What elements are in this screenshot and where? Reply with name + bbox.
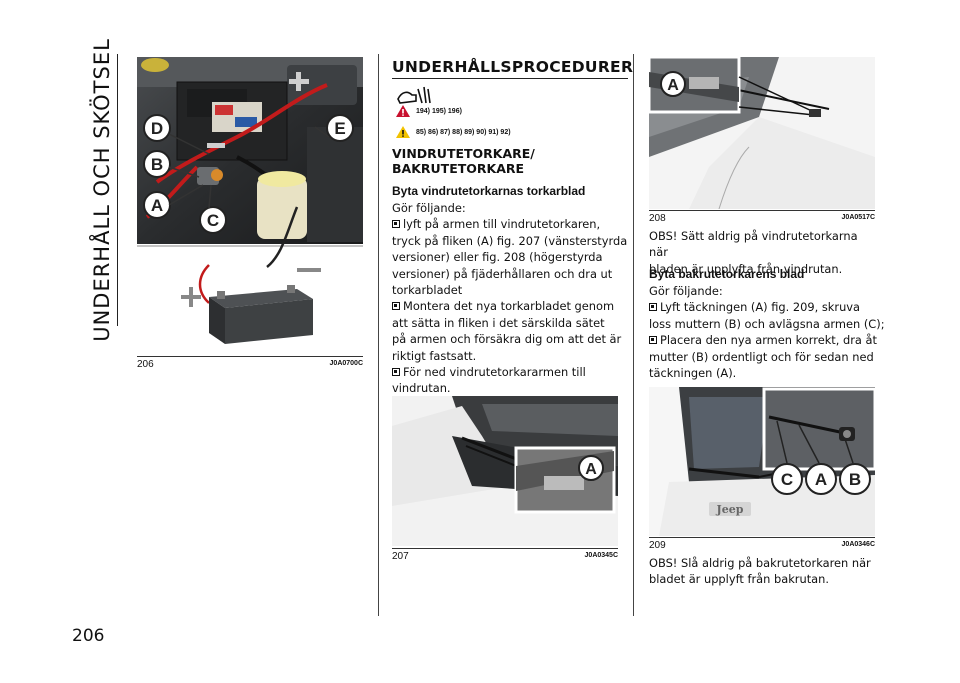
battery-illustration: D E B A C: [137, 57, 363, 344]
figure-209-rear-wiper: C A B Jeep: [649, 387, 875, 536]
column-divider: [633, 54, 634, 616]
danger-icon: [396, 105, 410, 117]
section-title: UNDERHÅLLSPROCEDURER: [392, 58, 634, 76]
front-wiper-instructions: Gör följande: lyft på armen till vindrut…: [392, 201, 628, 396]
figure-209-caption: 209 J0A0346C: [649, 537, 875, 551]
page-number: 206: [72, 626, 105, 646]
label-a: A: [815, 470, 827, 489]
step-2: Montera det nya torkarbladet genom: [392, 298, 628, 314]
label-a: A: [667, 77, 679, 94]
side-rule: [117, 54, 118, 326]
rear-wiper-photo: C A B Jeep: [649, 387, 875, 536]
step-3: För ned vindrutetorkararmen till: [392, 364, 628, 380]
bullet-icon: [649, 336, 657, 345]
label-c: C: [207, 211, 219, 230]
figure-code: J0A0346C: [841, 541, 875, 548]
danger-ref-numbers: 194) 195) 196): [416, 107, 462, 115]
label-b: B: [849, 470, 861, 489]
figure-code: J0A0345C: [584, 552, 618, 559]
figure-number: 208: [649, 213, 666, 224]
rear-wiper-note: OBS! Slå aldrig på bakrutetorkaren när b…: [649, 556, 871, 587]
figure-number: 206: [137, 359, 154, 370]
wiper-title-line2: BAKRUTETORKARE: [392, 161, 525, 176]
label-d: D: [151, 119, 163, 138]
figure-207-caption: 207 J0A0345C: [392, 548, 618, 562]
column-divider: [378, 54, 379, 616]
caution-ref-numbers: 85) 86) 87) 88) 89) 90) 91) 92): [416, 128, 511, 136]
jeep-badge: Jeep: [716, 503, 744, 516]
wiper-photo: A: [649, 57, 875, 209]
step-2: Placera den nya armen korrekt, dra åt: [649, 332, 885, 348]
figure-206-caption: 206 J0A0700C: [137, 356, 363, 370]
figure-number: 209: [649, 540, 666, 551]
bullet-icon: [392, 368, 400, 377]
figure-208-caption: 208 J0A0517C: [649, 210, 875, 224]
label-b: B: [151, 155, 163, 174]
label-a: A: [151, 196, 163, 215]
figure-code: J0A0700C: [329, 360, 363, 367]
bullet-icon: [392, 220, 400, 229]
bullet-icon: [649, 303, 657, 312]
rear-wiper-heading: Byta bakrutetorkarens blad: [649, 267, 805, 281]
step-1: Lyft täckningen (A) fig. 209, skruva: [649, 299, 885, 315]
caution-icon: [396, 126, 410, 138]
figure-number: 207: [392, 551, 409, 562]
label-a: A: [585, 461, 597, 478]
front-wiper-note: OBS! Sätt aldrig på vindrutetorkarna när…: [649, 229, 858, 276]
wiper-photo: A: [392, 396, 618, 546]
wiper-title-line1: VINDRUTETORKARE/: [392, 146, 535, 161]
figure-207-windshield-wiper: A: [392, 396, 618, 546]
section-title-rule: [392, 78, 628, 79]
maintenance-hand-icon: [397, 86, 431, 104]
intro-text: Gör följande:: [649, 284, 723, 298]
label-e: E: [334, 119, 345, 138]
intro-text: Gör följande:: [392, 201, 466, 215]
figure-206-battery: D E B A C: [137, 57, 363, 354]
caution-references: 85) 86) 87) 88) 89) 90) 91) 92): [396, 126, 511, 138]
side-title: UNDERHÅLL OCH SKÖTSEL: [90, 37, 115, 342]
bullet-icon: [392, 302, 400, 311]
rear-wiper-instructions: Gör följande: Lyft täckningen (A) fig. 2…: [649, 284, 885, 381]
danger-references: 194) 195) 196): [396, 105, 462, 117]
step-1: lyft på armen till vindrutetorkaren,: [392, 216, 628, 232]
figure-code: J0A0517C: [841, 214, 875, 221]
figure-208-windshield-wiper: A: [649, 57, 875, 209]
label-c: C: [781, 470, 793, 489]
front-wiper-heading: Byta vindrutetorkarnas torkarblad: [392, 184, 586, 198]
